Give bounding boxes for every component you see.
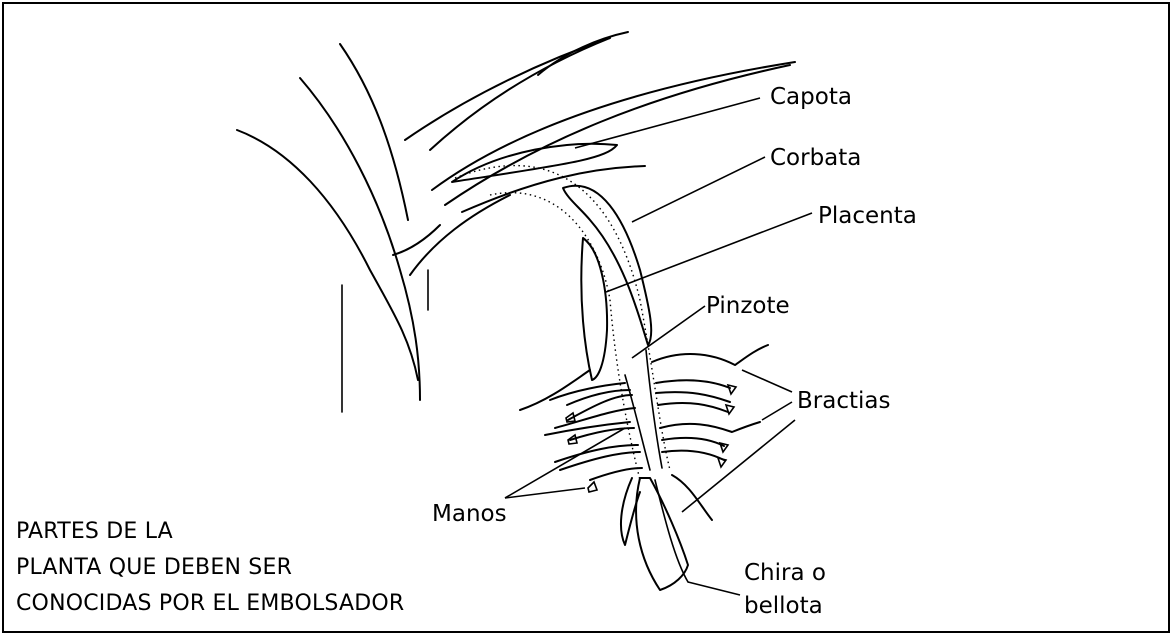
- left-hands: [520, 370, 642, 492]
- label-pinzote: Pinzote: [706, 293, 790, 319]
- placenta-shape: [581, 238, 607, 380]
- label-manos: Manos: [432, 501, 507, 527]
- bunch-dotted-outline: [455, 166, 670, 480]
- label-placenta: Placenta: [818, 203, 917, 229]
- plant-leaves: [237, 32, 795, 412]
- label-chira-line1: Chira o: [744, 560, 826, 586]
- diagram-caption: PARTES DE LA PLANTA QUE DEBEN SER CONOCI…: [16, 519, 404, 616]
- right-hands: [652, 345, 768, 467]
- label-capota: Capota: [770, 84, 852, 110]
- caption-line-1: PARTES DE LA: [16, 519, 173, 544]
- label-corbata: Corbata: [770, 145, 861, 171]
- chira-bellota: [621, 475, 712, 590]
- label-bractias: Bractias: [797, 388, 890, 414]
- caption-line-2: PLANTA QUE DEBEN SER: [16, 555, 292, 580]
- capota-shape: [452, 144, 617, 182]
- caption-line-3: CONOCIDAS POR EL EMBOLSADOR: [16, 591, 404, 616]
- diagram-border: [3, 3, 1169, 632]
- label-chira-line2: bellota: [744, 593, 823, 619]
